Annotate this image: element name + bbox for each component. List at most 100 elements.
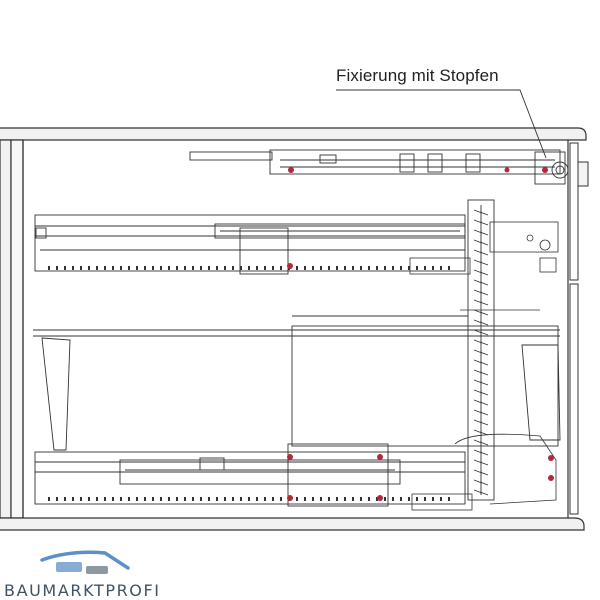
slide-hole [440,266,442,270]
slide-hole [136,497,138,501]
slide-hole [432,266,434,270]
column-slot [473,439,489,446]
slide-hole [104,497,106,501]
front-panel [569,142,589,515]
slide-hole [80,497,82,501]
slide-hole [112,266,114,270]
slide-hole [216,497,218,501]
slide-hole [296,266,298,270]
slide-hole [232,497,234,501]
column-slot [473,219,489,226]
slide-hole [264,497,266,501]
slide-hole [152,266,154,270]
slide-hole [128,266,130,270]
slide-hole [256,497,258,501]
slide-hole [424,266,426,270]
slide-hole [328,266,330,270]
slide-hole [320,497,322,501]
slide-hole [360,497,362,501]
slide-hole [168,266,170,270]
slide-hole [392,266,394,270]
slide-hole [304,497,306,501]
slide-hole [440,497,442,501]
column-slot [473,459,489,466]
slide-hole [96,497,98,501]
column-slot [473,289,489,296]
column-slot [473,449,489,456]
slide-hole [392,497,394,501]
slide-hole [272,266,274,270]
slide-hole [368,266,370,270]
slide-hole [48,497,50,501]
slide-hole [200,266,202,270]
slide-hole [48,266,50,270]
callout-leader [336,89,547,159]
column-slot [473,269,489,276]
slide-hole [192,266,194,270]
slide-hole [304,266,306,270]
callout-label: Fixierung mit Stopfen [336,66,499,85]
column-slot [473,369,489,376]
slide-hole [280,497,282,501]
column-slot [473,469,489,476]
slide-hole [432,497,434,501]
column-slot [473,239,489,246]
slide-hole [352,266,354,270]
slide-hole [384,266,386,270]
slide-hole [208,266,210,270]
slide-hole [232,266,234,270]
slide-hole [176,266,178,270]
slide-hole [224,266,226,270]
column-slot [473,339,489,346]
column-slot [473,309,489,316]
slide-hole [424,497,426,501]
middle-frame [33,315,561,451]
slide-hole [320,266,322,270]
column-slot [473,479,489,486]
slide-hole [152,497,154,501]
slide-hole [248,497,250,501]
upper-slide-hole-row [48,266,450,270]
column-slot [473,409,489,416]
slide-hole [56,266,58,270]
lower-slide-hole-row [48,497,450,501]
column-slot [473,419,489,426]
column-slot [473,299,489,306]
slide-hole [384,497,386,501]
slide-hole [344,266,346,270]
slide-hole [264,266,266,270]
slide-hole [120,266,122,270]
slide-hole [328,497,330,501]
slide-hole [160,266,162,270]
slide-hole [376,497,378,501]
slide-hole [376,266,378,270]
slide-hole [88,266,90,270]
slide-hole [64,266,66,270]
slide-hole [256,266,258,270]
slide-hole [408,497,410,501]
slide-hole [416,497,418,501]
slide-hole [344,497,346,501]
cabinet-carcass [0,127,587,531]
column-slot [473,209,489,216]
slide-hole [312,497,314,501]
slide-hole [280,266,282,270]
slide-hole [368,497,370,501]
slide-hole [64,497,66,501]
stopper-plugs [287,167,554,501]
slide-hole [184,497,186,501]
slide-hole [200,497,202,501]
brand-logo-mark [40,550,130,574]
slide-hole [336,497,338,501]
slide-hole [240,497,242,501]
slide-hole [400,497,402,501]
slide-hole [360,266,362,270]
slide-hole [112,497,114,501]
column-slot [473,379,489,386]
slide-hole [416,266,418,270]
column-slot [473,229,489,236]
brand-logo: BAUMARKTPROFI [4,548,174,600]
slide-hole [56,497,58,501]
slide-hole [72,266,74,270]
